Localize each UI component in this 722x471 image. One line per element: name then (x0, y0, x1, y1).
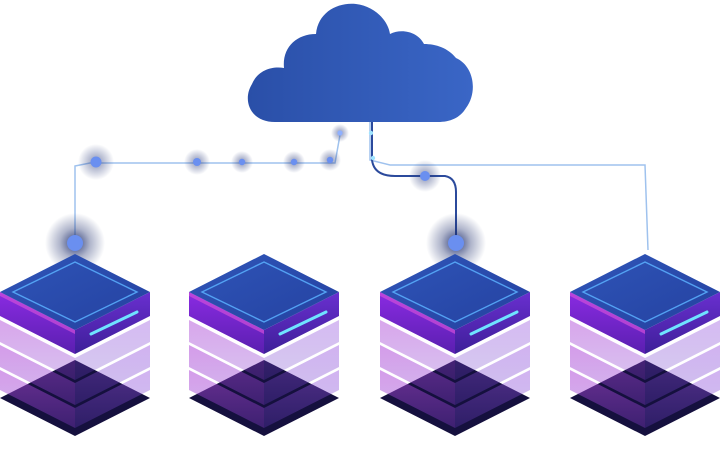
server-stack-3 (378, 252, 532, 438)
network-nodes (45, 124, 486, 273)
server-stack-icon (378, 252, 532, 438)
server-stack-icon (568, 252, 722, 438)
server-stack-1 (0, 252, 152, 438)
cloud-icon (247, 3, 473, 122)
server-stack-4 (568, 252, 722, 438)
server-stack-icon (0, 252, 152, 438)
server-stack-2 (187, 252, 341, 438)
server-stack-icon (187, 252, 341, 438)
connection-lines (74, 122, 649, 251)
